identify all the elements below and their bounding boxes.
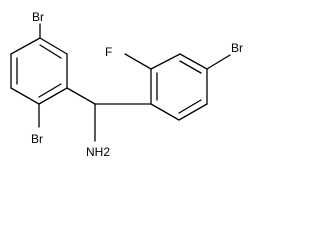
bond (38, 87, 68, 105)
atom-label-fluorine: F (105, 45, 112, 59)
double-bond-inner (178, 99, 202, 114)
double-bond-inner (38, 83, 62, 98)
chemical-structure-diagram: Br Br F Br NH2 (10, 10, 243, 159)
atom-label-amine: NH2 (86, 145, 110, 159)
bond (178, 103, 208, 121)
double-bond-inner (179, 60, 202, 74)
bond (179, 53, 208, 70)
bond (10, 87, 40, 105)
bond (39, 37, 68, 55)
atom-label-br-right: Br (231, 41, 243, 55)
right-benzene-ring (150, 53, 208, 121)
bond-left-ring-to-ch (66, 87, 96, 105)
bond-to-br-right (206, 54, 231, 70)
double-bond-inner (39, 44, 62, 59)
bond (10, 37, 41, 55)
bond (150, 103, 180, 121)
bond-to-fluorine (124, 53, 152, 70)
left-benzene-ring (10, 37, 68, 105)
atom-label-br-bottom-left: Br (31, 132, 43, 146)
atom-label-br-top-left: Br (32, 10, 44, 24)
bond (150, 53, 181, 70)
